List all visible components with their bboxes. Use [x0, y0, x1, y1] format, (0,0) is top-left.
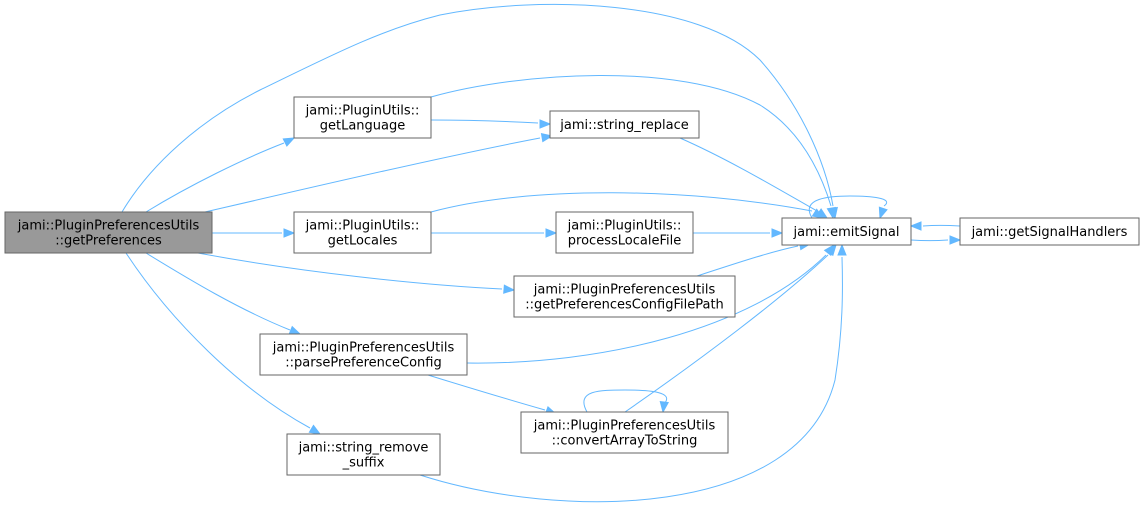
- node-emitSignal[interactable]: jami::emitSignal: [781, 217, 912, 246]
- edge-convertArrayToString-to-emitSignal: [624, 243, 837, 413]
- node-getPreferencesConfigFilePath[interactable]: jami::PluginPreferencesUtils::getPrefere…: [513, 275, 736, 318]
- edge-getLocales-to-processLocaleFile: [431, 228, 558, 238]
- edge-arrowhead: [503, 284, 516, 294]
- edge-parsePreferenceConfig-to-convertArrayToString: [427, 374, 558, 415]
- node-processLocaleFile[interactable]: jami::PluginUtils::processLocaleFile: [555, 211, 694, 254]
- edge-line: [145, 252, 291, 331]
- node-string_replace[interactable]: jami::string_replace: [549, 110, 700, 139]
- edge-line: [145, 142, 285, 213]
- edge-arrowhead: [949, 235, 962, 245]
- edge-arrowhead: [811, 208, 825, 219]
- edge-arrowhead: [288, 325, 302, 335]
- node-label-line: jami::PluginUtils::: [305, 104, 420, 119]
- node-label-line: ::convertArrayToString: [552, 434, 698, 449]
- edge-line: [583, 389, 667, 413]
- edge-getPreferences-to-parsePreferenceConfig: [145, 252, 302, 335]
- edge-line: [197, 252, 503, 290]
- node-label-line: jami::PluginPreferencesUtils: [533, 419, 716, 434]
- node-label-line: jami::PluginPreferencesUtils: [17, 219, 200, 234]
- node-label-line: getLanguage: [320, 119, 406, 134]
- edge-emitSignal-to-emitSignal: [808, 195, 888, 220]
- edge-line: [808, 195, 888, 219]
- edge-line: [679, 137, 818, 212]
- edge-line: [922, 224, 961, 227]
- edge-arrowhead: [909, 221, 922, 231]
- edge-getPreferences-to-getLocales: [212, 228, 296, 238]
- edge-line: [466, 254, 827, 364]
- edge-line: [430, 119, 539, 124]
- edge-line: [204, 137, 541, 213]
- node-string_remove_suffix[interactable]: jami::string_remove_suffix: [286, 433, 441, 476]
- edge-arrowhead: [539, 119, 552, 129]
- edge-emitSignal-to-getSignalHandlers: [910, 235, 962, 245]
- edge-arrowhead: [545, 228, 558, 238]
- edge-string_remove_suffix-to-emitSignal: [419, 243, 847, 503]
- node-box: [555, 211, 694, 254]
- edge-line: [419, 256, 843, 503]
- edge-getLocales-to-emitSignal: [430, 192, 825, 219]
- node-label-line: jami::getSignalHandlers: [971, 225, 1128, 240]
- node-box: [293, 96, 432, 139]
- edge-getPreferences-to-string_remove_suffix: [125, 252, 322, 435]
- edge-getPreferences-to-getLanguage: [145, 137, 296, 213]
- node-label-line: jami::PluginPreferencesUtils: [272, 341, 455, 356]
- edge-line: [427, 374, 546, 411]
- node-box: [781, 217, 912, 246]
- edge-line: [430, 75, 832, 207]
- edge-arrowhead: [826, 206, 836, 220]
- edge-getPreferences-to-getPreferencesConfigFilePath: [197, 252, 516, 294]
- node-getPreferences[interactable]: jami::PluginPreferencesUtils::getPrefere…: [4, 211, 213, 254]
- edge-arrowhead: [837, 243, 847, 256]
- node-label-line: _suffix: [342, 456, 385, 471]
- edge-getPreferences-to-string_replace: [204, 133, 554, 213]
- edge-line: [696, 245, 799, 277]
- node-box: [513, 275, 736, 318]
- edge-getLanguage-to-string_replace: [430, 119, 552, 129]
- node-box: [293, 211, 432, 254]
- edge-arrowhead: [283, 228, 296, 238]
- edge-arrowhead: [878, 206, 888, 220]
- node-box: [259, 333, 468, 376]
- node-convertArrayToString[interactable]: jami::PluginPreferencesUtils::convertArr…: [520, 411, 729, 454]
- node-label-line: getLocales: [328, 234, 398, 249]
- edge-line: [125, 252, 311, 429]
- edge-convertArrayToString-to-convertArrayToString: [583, 389, 670, 414]
- edge-arrowhead: [282, 137, 296, 147]
- node-getLocales[interactable]: jami::PluginUtils::getLocales: [293, 211, 432, 254]
- node-box: [549, 110, 700, 139]
- edge-line: [910, 239, 949, 242]
- edge-getPreferences-to-emitSignal: [121, 3, 838, 220]
- edge-arrowhead: [659, 400, 670, 414]
- node-box: [959, 217, 1140, 246]
- edges-layer: [121, 3, 962, 503]
- node-label-line: jami::PluginUtils::: [567, 219, 682, 234]
- edge-arrowhead: [825, 243, 837, 257]
- edge-processLocaleFile-to-emitSignal: [693, 228, 784, 238]
- node-label-line: jami::string_remove: [298, 441, 429, 456]
- node-label-line: ::getPreferencesConfigFilePath: [525, 298, 724, 313]
- node-getLanguage[interactable]: jami::PluginUtils::getLanguage: [293, 96, 432, 139]
- node-getSignalHandlers[interactable]: jami::getSignalHandlers: [959, 217, 1140, 246]
- node-label-line: jami::PluginPreferencesUtils: [533, 283, 716, 298]
- edge-getPreferencesConfigFilePath-to-emitSignal: [696, 241, 812, 277]
- node-box: [4, 211, 213, 254]
- node-box: [520, 411, 729, 454]
- node-label-line: jami::string_replace: [559, 118, 688, 133]
- node-label-line: jami::emitSignal: [793, 225, 900, 240]
- edge-arrowhead: [771, 228, 784, 238]
- edge-getLanguage-to-emitSignal: [430, 75, 836, 220]
- edge-arrowhead: [540, 133, 554, 143]
- edge-line: [430, 192, 813, 213]
- node-label-line: ::parsePreferenceConfig: [285, 356, 442, 371]
- node-label-line: jami::PluginUtils::: [305, 219, 420, 234]
- edge-getSignalHandlers-to-emitSignal: [909, 221, 961, 231]
- node-box: [286, 433, 441, 476]
- nodes-layer: jami::PluginPreferencesUtils::getPrefere…: [4, 96, 1140, 476]
- edge-line: [121, 3, 834, 213]
- edge-arrowhead: [308, 424, 322, 435]
- node-label-line: ::getPreferences: [55, 234, 162, 249]
- node-label-line: processLocaleFile: [568, 234, 681, 249]
- node-parsePreferenceConfig[interactable]: jami::PluginPreferencesUtils::parsePrefe…: [259, 333, 468, 376]
